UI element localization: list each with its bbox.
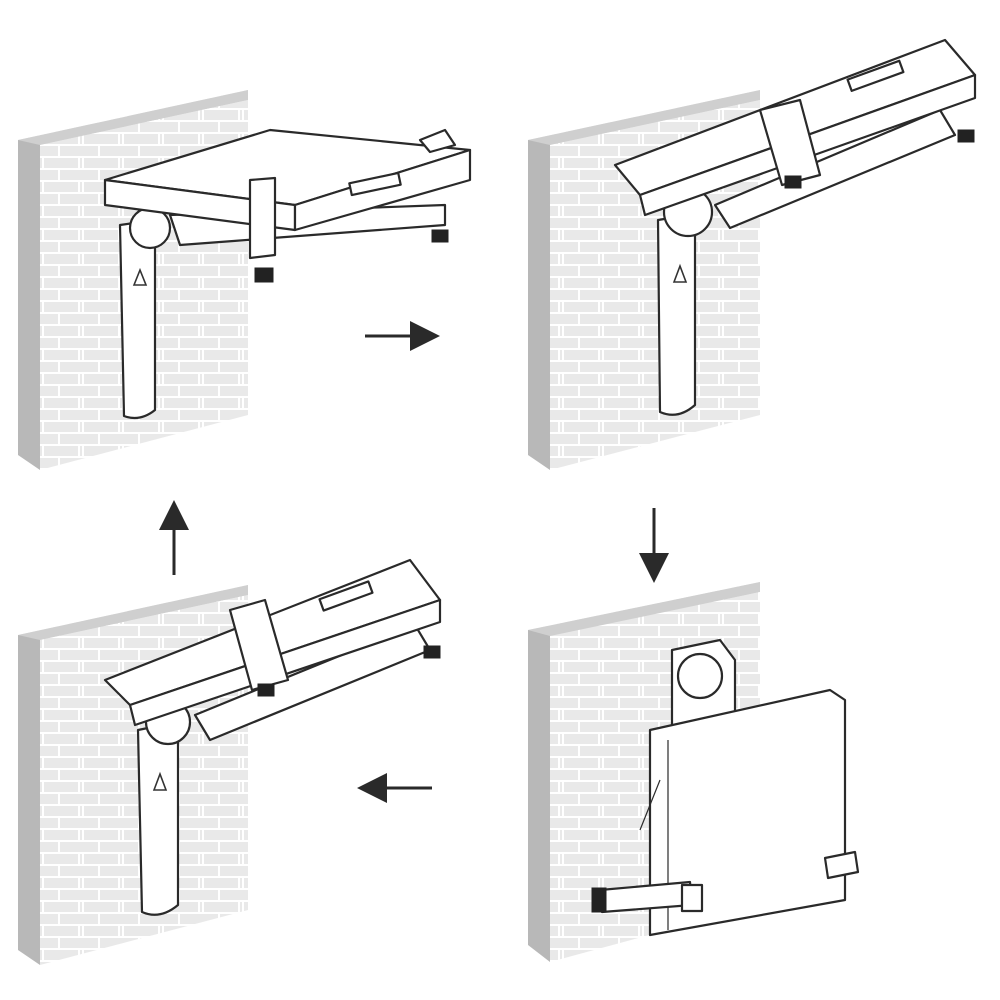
wall-bracket-icon [591, 638, 860, 937]
arrow-icon [159, 321, 669, 803]
panel-folded-down [528, 582, 860, 962]
wall-bracket-icon [103, 558, 442, 916]
wall-bracket-icon [613, 38, 977, 416]
panel-tilted-up-return [18, 558, 442, 965]
panel-unfolded-horizontal [18, 90, 472, 470]
panel-tilted-up [528, 38, 977, 470]
wall-bracket-icon [103, 128, 472, 420]
